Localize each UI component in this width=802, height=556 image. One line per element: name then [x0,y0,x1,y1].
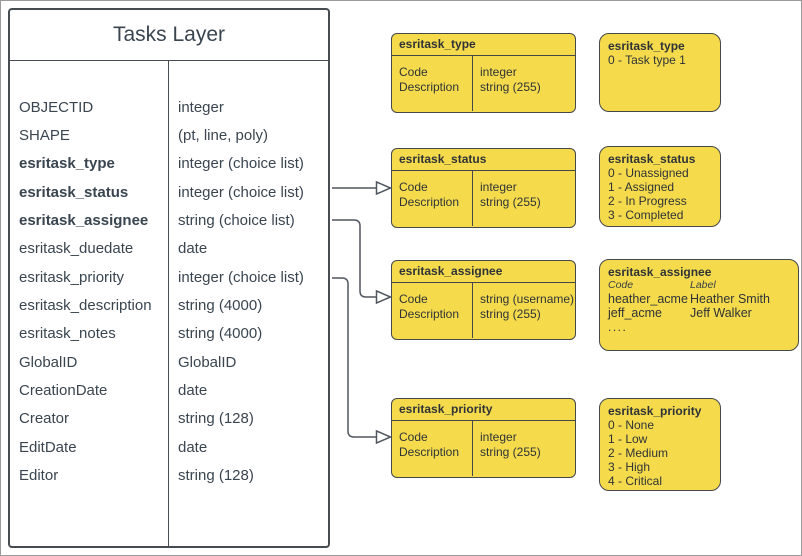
field-type: integer [178,98,224,116]
field-row: esritask_notes string (4000) [10,320,328,348]
field-name: EditDate [19,438,77,456]
field-name: Creator [19,410,70,428]
field-name: esritask_description [19,297,152,315]
lookup-field-names: Code Description [392,56,473,111]
field-name: CreationDate [19,382,108,400]
field-list: OBJECTID integer SHAPE (pt, line, poly) es… [10,61,328,490]
field-type: integer (choice list) [178,155,304,173]
lookup-field-types: integer string (255) [480,180,541,209]
tasks-layer-title: Tasks Layer [10,10,328,61]
domain-box-esritask-priority: esritask_priority 0 - None 1 - Low 2 - M… [599,398,721,491]
field-row: esritask_type integer (choice list) [10,150,328,178]
lookup-table-title: esritask_status [392,149,575,171]
domain-value: 0 - None [608,418,655,432]
domain-col-header: Code [608,279,634,291]
lookup-field-types: integer string (255) [480,430,541,459]
domain-value: 4 - Critical [608,474,663,488]
domain-box-title: esritask_status [608,152,696,166]
open-arrowhead-icon [375,180,393,196]
domain-more-ellipsis: .... [608,320,628,334]
field-type: string (128) [178,410,254,428]
field-type: string (4000) [178,325,263,343]
domain-box-title: esritask_assignee [608,265,712,279]
lookup-field-names: Code Description [392,283,473,338]
domain-code: jeff_acme [608,306,662,320]
field-name: esritask_duedate [19,240,134,258]
connector-status [332,180,393,196]
field-type: integer (choice list) [178,183,304,201]
field-row: esritask_status integer (choice list) [10,178,328,206]
domain-value: 3 - Completed [608,208,684,222]
column-divider [168,61,169,546]
field-row: esritask_duedate date [10,235,328,263]
field-row: Creator string (128) [10,405,328,433]
lookup-field-names: Code Description [392,421,473,476]
domain-label: Jeff Walker [690,306,752,320]
domain-col-header: Label [690,279,716,291]
field-type: string (choice list) [178,212,295,230]
field-name: esritask_assignee [19,212,149,230]
lookup-table-title: esritask_assignee [392,261,575,283]
field-row: Editor string (128) [10,461,328,489]
domain-value: 1 - Assigned [608,180,675,194]
field-name: Editor [19,467,59,485]
domain-value: 3 - High [608,460,651,474]
field-name: esritask_notes [19,325,116,343]
field-name: esritask_priority [19,268,125,286]
field-row: CreationDate date [10,376,328,404]
field-name: esritask_status [19,183,129,201]
lookup-field-names: Code Description [392,171,473,226]
domain-box-esritask-type: esritask_type 0 - Task type 1 [599,33,721,112]
domain-code: heather_acme [608,292,688,306]
field-name: esritask_type [19,155,115,173]
lookup-table-title: esritask_priority [392,399,575,421]
open-arrowhead-icon [375,289,393,305]
domain-value: 0 - Task type 1 [608,53,686,67]
field-row: GlobalID GlobalID [10,348,328,376]
field-type: GlobalID [178,353,237,371]
field-row: SHAPE (pt, line, poly) [10,121,328,149]
lookup-field-types: integer string (255) [480,65,541,94]
domain-box-esritask-assignee: esritask_assignee Code Label heather_acm… [599,259,799,351]
domain-box-title: esritask_type [608,39,685,53]
lookup-field-types: string (username) string (255) [480,292,575,321]
domain-value: 2 - In Progress [608,194,687,208]
field-name: SHAPE [19,127,70,145]
domain-value: 1 - Low [608,432,648,446]
domain-box-esritask-status: esritask_status 0 - Unassigned 1 - Assig… [599,146,721,227]
domain-label: Heather Smith [690,292,770,306]
field-name: GlobalID [19,353,78,371]
connector-assignee [332,219,393,305]
lookup-table-esritask-status: esritask_status Code Description integer… [391,148,576,228]
lookup-table-title: esritask_type [392,34,575,56]
field-name: OBJECTID [19,98,94,116]
lookup-table-esritask-type: esritask_type Code Description integer s… [391,33,576,113]
field-type: string (128) [178,467,254,485]
field-row: esritask_priority integer (choice list) [10,263,328,291]
field-type: (pt, line, poly) [178,127,269,145]
field-row: esritask_description string (4000) [10,291,328,319]
field-type: integer (choice list) [178,268,304,286]
domain-value: 2 - Medium [608,446,669,460]
field-row: OBJECTID integer [10,93,328,121]
field-row: EditDate date [10,433,328,461]
field-type: string (4000) [178,297,263,315]
field-row: esritask_assignee string (choice list) [10,206,328,234]
connector-priority [332,277,393,445]
domain-value: 0 - Unassigned [608,166,689,180]
field-type: date [178,382,208,400]
field-type: date [178,438,208,456]
field-type: date [178,240,208,258]
tasks-layer-table: Tasks Layer OBJECTID integer SHAPE (pt, li… [8,8,330,548]
assignee-domain-grid: Code Label heather_acme Heather Smith je… [608,279,790,320]
domain-box-title: esritask_priority [608,404,702,418]
lookup-table-esritask-priority: esritask_priority Code Description integ… [391,398,576,478]
open-arrowhead-icon [375,429,393,445]
lookup-table-esritask-assignee: esritask_assignee Code Description strin… [391,260,576,340]
